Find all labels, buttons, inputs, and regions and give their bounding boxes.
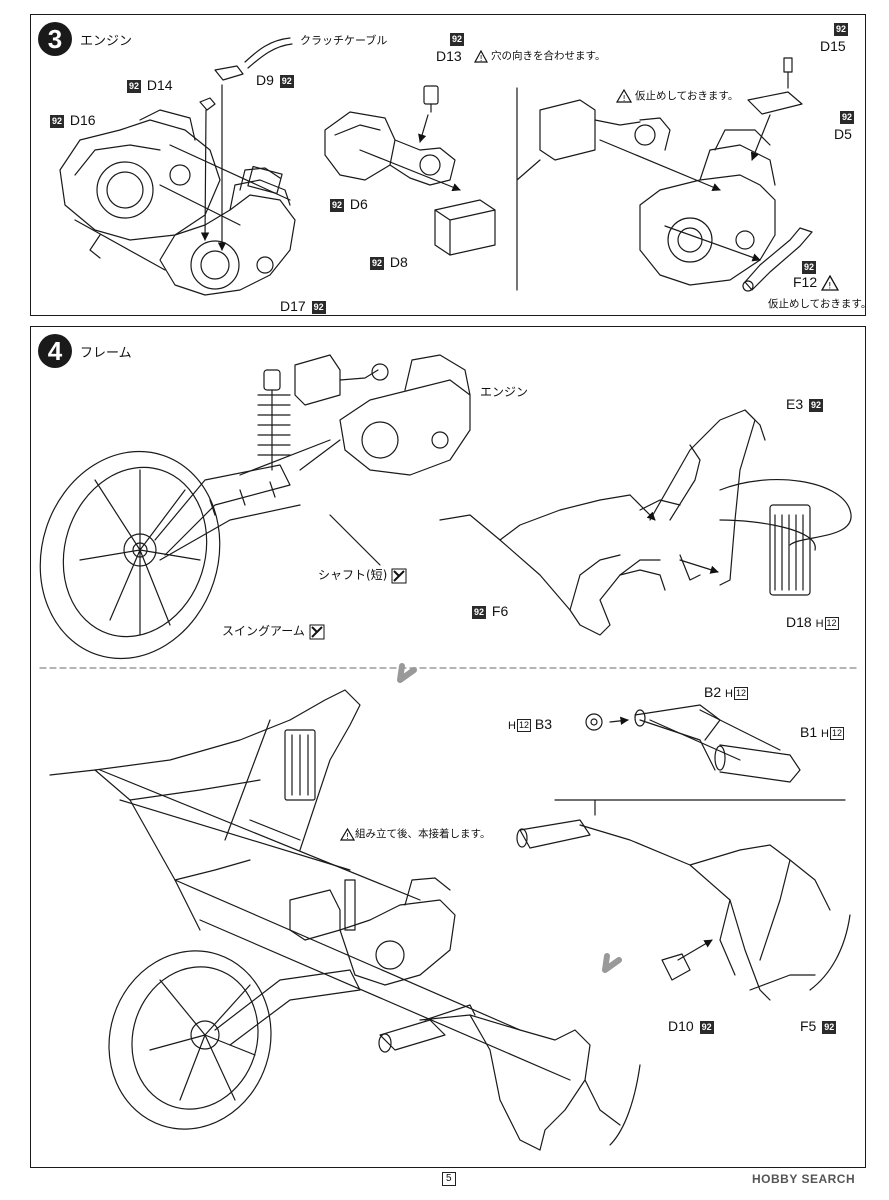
step4-title: フレーム [80, 346, 132, 361]
label-d5: D5 [834, 126, 852, 142]
step4-number: 4 [38, 334, 72, 368]
label-d17: D17 92 [280, 298, 326, 314]
label-d15-badge: 92 [832, 20, 850, 36]
part-badge: 92 [279, 74, 294, 88]
part-badge: 92 [450, 32, 465, 46]
part-badge: 92 [311, 300, 326, 314]
label-d13: D13 [436, 48, 462, 64]
step3-title: エンジン [80, 34, 133, 49]
part-badge: 92 [802, 260, 817, 274]
warning-icon: ! [616, 89, 632, 103]
label-engine: エンジン [480, 385, 529, 399]
warning-icon: ! [821, 275, 840, 292]
part-badge: 92 [840, 110, 855, 124]
step4-panel [30, 326, 866, 1168]
label-d16: 92 D16 [50, 112, 96, 128]
part-badge: 92 [809, 398, 824, 412]
step3-panel [30, 14, 866, 316]
part-badge: 92 [330, 198, 345, 212]
glue-icon [309, 624, 325, 639]
svg-text:!: ! [828, 282, 832, 292]
glue-icon [391, 568, 407, 583]
svg-text:!: ! [346, 832, 349, 841]
note-tack-bottom: 仮止めしておきます。 [768, 298, 872, 310]
warning-icon: ! [340, 827, 355, 841]
label-f12: F12 ! [793, 274, 840, 292]
label-f12-badge: 92 [800, 258, 818, 274]
part-badge: 92 [50, 114, 65, 128]
label-d6: 92 D6 [330, 196, 368, 212]
label-d9: D9 92 [256, 72, 294, 88]
step3-number: 3 [38, 22, 72, 56]
label-f5: F5 92 [800, 1018, 837, 1034]
runner-box: 12 [516, 718, 531, 732]
watermark-logo: HOBBY SEARCH [752, 1172, 856, 1186]
label-d15: D15 [820, 38, 846, 54]
label-d14: 92 D14 [127, 77, 173, 93]
label-d10: D10 92 [668, 1018, 714, 1034]
label-e3: E3 92 [786, 396, 824, 412]
note-d13: !穴の向きを合わせます。 [474, 48, 605, 63]
runner-box: 12 [733, 686, 748, 700]
part-badge: 92 [834, 22, 849, 36]
part-badge: 92 [127, 79, 142, 93]
label-d5-badge: 92 [838, 108, 856, 124]
svg-text:!: ! [480, 54, 483, 63]
warning-icon: ! [474, 49, 488, 63]
label-f6: 92 F6 [472, 603, 509, 619]
label-d8: 92 D8 [370, 254, 408, 270]
runner-box: 12 [824, 616, 839, 630]
part-badge: 92 [822, 1020, 837, 1034]
part-badge: 92 [699, 1020, 714, 1034]
page-number: 5 [442, 1172, 456, 1186]
note-assemble: !組み立て後、本接着します。 [340, 826, 490, 841]
label-swing-arm: スイングアーム [222, 622, 325, 640]
runner-box: 12 [829, 726, 844, 740]
svg-text:!: ! [623, 94, 626, 103]
note-tack-top: !仮止めしておきます。 [616, 88, 738, 103]
part-badge: 92 [472, 605, 487, 619]
label-clutch-cable: クラッチケーブル [300, 34, 388, 47]
label-shaft: シャフト(短) [318, 566, 407, 584]
part-badge: 92 [370, 256, 385, 270]
label-d13-badge: 92 [448, 30, 466, 46]
